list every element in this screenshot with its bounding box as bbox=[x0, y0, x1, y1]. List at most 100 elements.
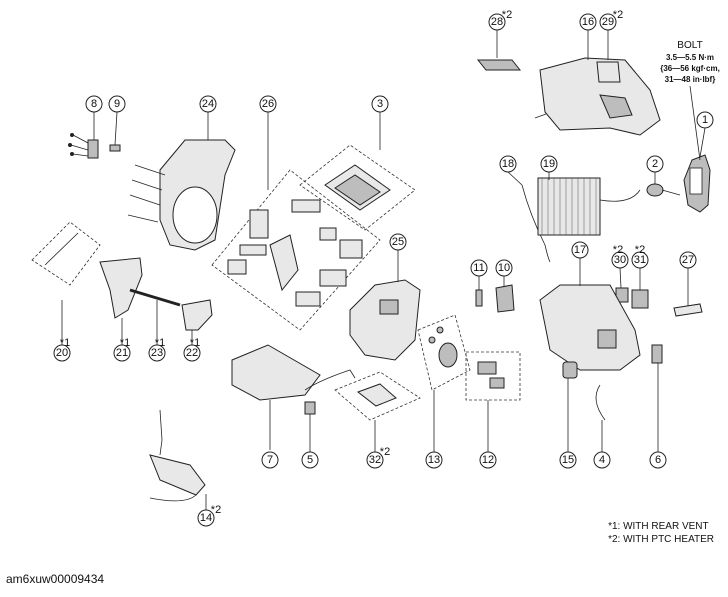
callout-30: 30*2 bbox=[611, 244, 629, 269]
footnote-rear-vent: *1: WITH REAR VENT bbox=[608, 521, 709, 532]
callout-21: 21*1 bbox=[113, 337, 131, 362]
svg-text:*1: *1 bbox=[155, 337, 165, 349]
part-9-drawing bbox=[109, 111, 121, 152]
svg-text:16: 16 bbox=[582, 16, 594, 28]
svg-text:28: 28 bbox=[491, 16, 503, 28]
svg-text:25: 25 bbox=[392, 236, 404, 248]
svg-text:3: 3 bbox=[377, 98, 383, 110]
svg-text:*2: *2 bbox=[635, 244, 645, 256]
part-30-drawing bbox=[615, 267, 629, 303]
svg-text:*1: *1 bbox=[120, 337, 130, 349]
svg-text:13: 13 bbox=[428, 454, 440, 466]
callout-31: 31*2 bbox=[631, 244, 649, 269]
svg-text:*2: *2 bbox=[502, 9, 512, 21]
callout-16: 16 bbox=[579, 13, 597, 31]
footnote-ptc-heater: *2: WITH PTC HEATER bbox=[608, 534, 714, 545]
part-1-drawing bbox=[683, 127, 711, 213]
callout-19: 19 bbox=[540, 155, 558, 173]
callout-2: 2 bbox=[646, 155, 664, 173]
callout-18: 18 bbox=[499, 155, 517, 173]
callout-5: 5 bbox=[301, 451, 319, 469]
callout-23: 23*1 bbox=[148, 337, 166, 362]
callout-9: 9 bbox=[108, 95, 126, 113]
figure-code: am6xuw00009434 bbox=[6, 572, 105, 586]
callout-3: 3 bbox=[371, 95, 389, 113]
svg-text:*1: *1 bbox=[60, 337, 70, 349]
part-2-drawing bbox=[646, 172, 681, 197]
svg-text:4: 4 bbox=[599, 454, 605, 466]
part-23-drawing bbox=[129, 288, 181, 346]
callout-15: 15 bbox=[559, 451, 577, 469]
callout-12: 12 bbox=[479, 451, 497, 469]
part-8-drawing bbox=[68, 112, 99, 159]
svg-text:BOLT: BOLT bbox=[677, 40, 702, 51]
part-22-drawing bbox=[181, 299, 213, 346]
svg-text:31—48 in·lbf}: 31—48 in·lbf} bbox=[665, 75, 716, 84]
svg-text:*2: *2 bbox=[380, 446, 390, 458]
svg-text:18: 18 bbox=[502, 158, 514, 170]
svg-text:26: 26 bbox=[262, 98, 274, 110]
callout-11: 11 bbox=[470, 259, 488, 277]
callout-26: 26 bbox=[259, 95, 277, 113]
svg-text:2: 2 bbox=[652, 158, 658, 170]
callout-10: 10 bbox=[495, 259, 513, 277]
part-28-drawing bbox=[476, 30, 522, 71]
svg-text:17: 17 bbox=[574, 244, 586, 256]
part-14-drawing bbox=[149, 409, 207, 510]
callout-4: 4 bbox=[593, 451, 611, 469]
callout-8: 8 bbox=[85, 95, 103, 113]
svg-text:21: 21 bbox=[116, 347, 128, 359]
svg-text:8: 8 bbox=[91, 98, 97, 110]
part-29-drawing bbox=[596, 30, 621, 83]
part-5-drawing bbox=[304, 401, 316, 452]
svg-text:29: 29 bbox=[602, 16, 614, 28]
footnotes: *1: WITH REAR VENT *2: WITH PTC HEATER bbox=[608, 520, 714, 546]
part-17-drawing bbox=[539, 258, 641, 371]
svg-text:19: 19 bbox=[543, 158, 555, 170]
part-27-drawing bbox=[673, 268, 703, 317]
callout-7: 7 bbox=[261, 451, 279, 469]
part-19-drawing bbox=[537, 172, 641, 236]
part-32-drawing bbox=[334, 371, 421, 452]
callout-1: 1 bbox=[696, 111, 714, 129]
svg-text:3.5—5.5 N·m: 3.5—5.5 N·m bbox=[666, 53, 714, 62]
svg-text:*2: *2 bbox=[211, 504, 221, 516]
svg-text:10: 10 bbox=[498, 262, 510, 274]
part-15-drawing bbox=[562, 361, 578, 452]
callout-29: 29*2 bbox=[599, 9, 623, 31]
callout-22: 22*1 bbox=[183, 337, 201, 362]
callout-17: 17 bbox=[571, 241, 589, 259]
callout-14: 14*2 bbox=[197, 504, 221, 527]
svg-text:27: 27 bbox=[682, 254, 694, 266]
part-12-drawing bbox=[465, 351, 521, 452]
svg-text:15: 15 bbox=[562, 454, 574, 466]
part-6-drawing bbox=[651, 344, 663, 452]
callout-25: 25 bbox=[389, 233, 407, 251]
part-16-drawing bbox=[534, 30, 661, 136]
part-21-drawing bbox=[99, 257, 143, 346]
svg-text:{36—56 kgf·cm,: {36—56 kgf·cm, bbox=[660, 64, 720, 73]
exploded-parts-diagram: 28*2 16 29*2 1 8 9 24 26 3 2 18 19 25 30… bbox=[31, 9, 720, 527]
part-10-drawing bbox=[495, 276, 515, 313]
callout-24: 24 bbox=[199, 95, 217, 113]
part-26-drawing bbox=[211, 112, 381, 331]
part-25-drawing bbox=[349, 250, 421, 361]
svg-text:*2: *2 bbox=[613, 9, 623, 21]
part-24-drawing bbox=[127, 112, 236, 251]
callout-20: 20*1 bbox=[53, 337, 71, 362]
part-13-drawing bbox=[417, 314, 471, 452]
svg-text:20: 20 bbox=[56, 347, 68, 359]
callout-28: 28*2 bbox=[488, 9, 512, 31]
svg-text:23: 23 bbox=[151, 347, 163, 359]
svg-text:32: 32 bbox=[369, 454, 381, 466]
callout-13: 13 bbox=[425, 451, 443, 469]
svg-text:6: 6 bbox=[655, 454, 661, 466]
part-31-drawing bbox=[631, 268, 649, 309]
svg-text:30: 30 bbox=[614, 254, 626, 266]
svg-text:31: 31 bbox=[634, 254, 646, 266]
part-3-drawing bbox=[299, 112, 416, 231]
svg-text:*1: *1 bbox=[190, 337, 200, 349]
svg-text:14: 14 bbox=[200, 512, 212, 524]
svg-text:1: 1 bbox=[702, 114, 708, 126]
svg-text:12: 12 bbox=[482, 454, 494, 466]
